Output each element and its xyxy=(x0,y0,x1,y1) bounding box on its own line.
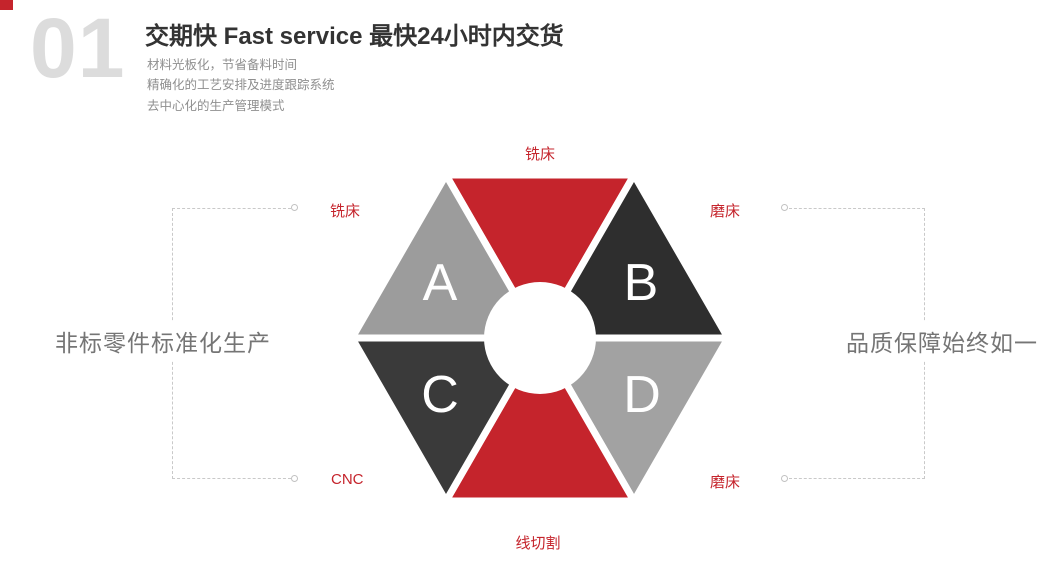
subtitle-line: 去中心化的生产管理模式 xyxy=(147,98,285,113)
corner-accent-mark xyxy=(0,0,13,10)
left-side-note: 非标零件标准化生产 xyxy=(50,322,276,360)
connector-node-left-bottom xyxy=(291,475,298,482)
right-side-note: 品质保障始终如一 xyxy=(841,322,1043,360)
subtitle-line: 材料光板化，节省备料时间 xyxy=(147,58,298,72)
subtitle-line: 精确化的工艺安排及进度跟踪系统 xyxy=(147,78,335,93)
label-lower-right: 磨床 xyxy=(710,474,741,491)
label-upper-left: 铣床 xyxy=(330,203,361,220)
section-index: 01 xyxy=(30,1,126,95)
hex-center-circle xyxy=(484,282,596,394)
segment-letter-a: A xyxy=(423,254,458,312)
page-title: 交期快 Fast service 最快24小时内交货 xyxy=(145,23,564,50)
hex-segment-upper-left xyxy=(345,167,547,342)
label-bottom: 线切割 xyxy=(515,535,561,552)
label-top: 铣床 xyxy=(524,146,556,163)
label-upper-right: 磨床 xyxy=(710,203,741,220)
subtitle-list: 材料光板化，节省备料时间 精确化的工艺安排及进度跟踪系统 去中心化的生产管理模式 xyxy=(147,55,335,116)
connector-node-right-bottom xyxy=(781,475,788,482)
segment-letter-c: C xyxy=(421,366,459,424)
label-lower-left: CNC xyxy=(331,471,364,488)
segment-letter-d: D xyxy=(623,366,661,424)
segment-letter-b: B xyxy=(624,254,659,312)
connector-node-left-top xyxy=(291,204,298,211)
connector-node-right-top xyxy=(781,204,788,211)
